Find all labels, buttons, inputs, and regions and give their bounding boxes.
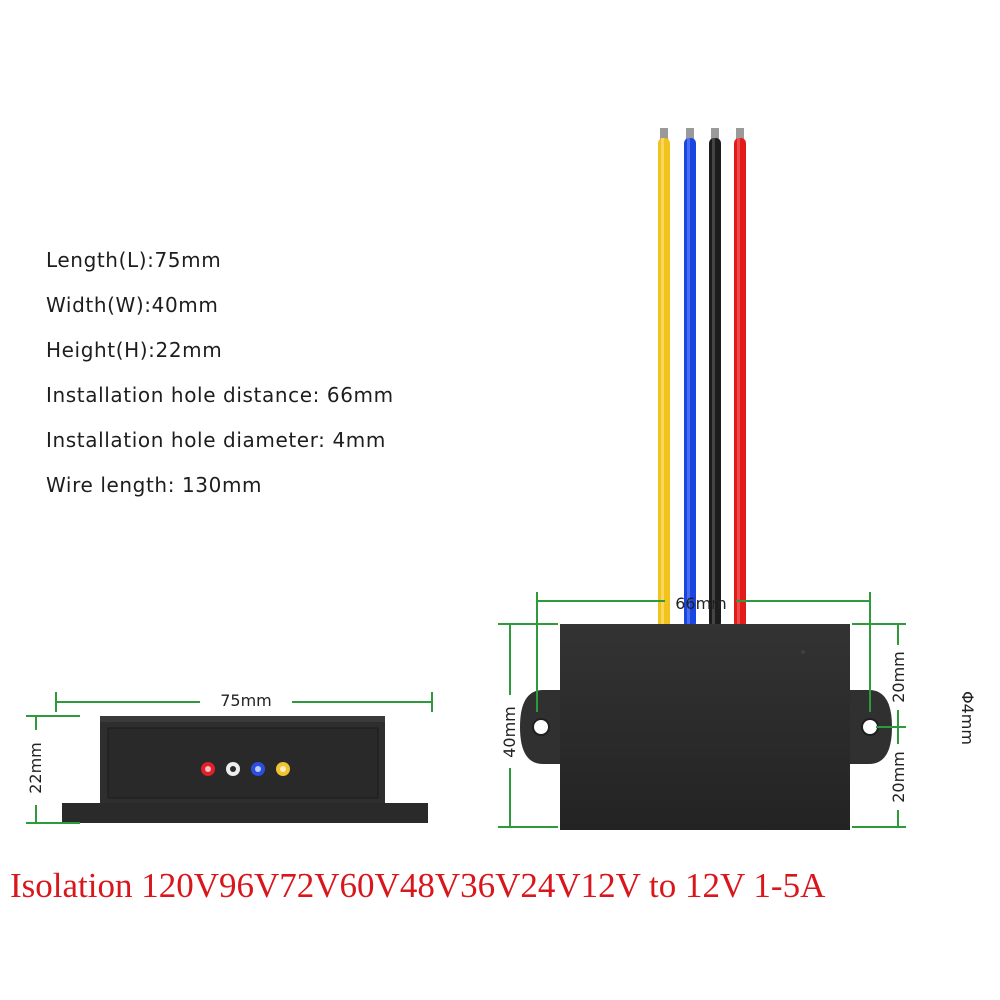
front-length-label: 75mm xyxy=(220,691,272,710)
spec-hole-distance: Installation hole distance: 66mm xyxy=(46,383,394,407)
front-length-dimension xyxy=(55,692,433,712)
front-height-label: 22mm xyxy=(26,742,45,794)
spec-hole-diameter: Installation hole diameter: 4mm xyxy=(46,428,386,452)
product-caption: Isolation 120V96V72V60V48V36V24V12V to 1… xyxy=(10,866,826,905)
hole-distance-dimension xyxy=(536,592,871,712)
hole-offset-bottom-label: 20mm xyxy=(889,751,908,803)
hole-distance-label: 66mm xyxy=(675,594,727,613)
hole-offset-dimension xyxy=(852,623,906,828)
hole-offset-top-label: 20mm xyxy=(889,651,908,703)
spec-wire-length: Wire length: 130mm xyxy=(46,473,263,497)
module-body xyxy=(560,624,850,830)
wire-bundle xyxy=(658,128,746,628)
spec-list: Length(L):75mm Width(W):40mm Height(H):2… xyxy=(46,240,394,510)
right-mounting-hole xyxy=(861,718,879,736)
front-height-dimension xyxy=(26,715,80,824)
hole-diameter-label: Φ4mm xyxy=(958,691,977,745)
front-flange xyxy=(62,803,428,823)
left-mounting-hole xyxy=(532,718,550,736)
spec-length: Length(L):75mm xyxy=(46,248,222,272)
spec-height: Height(H):22mm xyxy=(46,338,223,362)
front-led-row xyxy=(201,762,290,776)
top-view: 66mm 40mm 20mm 20mm Φ4mm xyxy=(498,128,977,830)
front-view: 75mm 22mm xyxy=(26,691,433,824)
width-dimension xyxy=(498,623,558,828)
width-label: 40mm xyxy=(500,706,519,758)
spec-width: Width(W):40mm xyxy=(46,293,219,317)
